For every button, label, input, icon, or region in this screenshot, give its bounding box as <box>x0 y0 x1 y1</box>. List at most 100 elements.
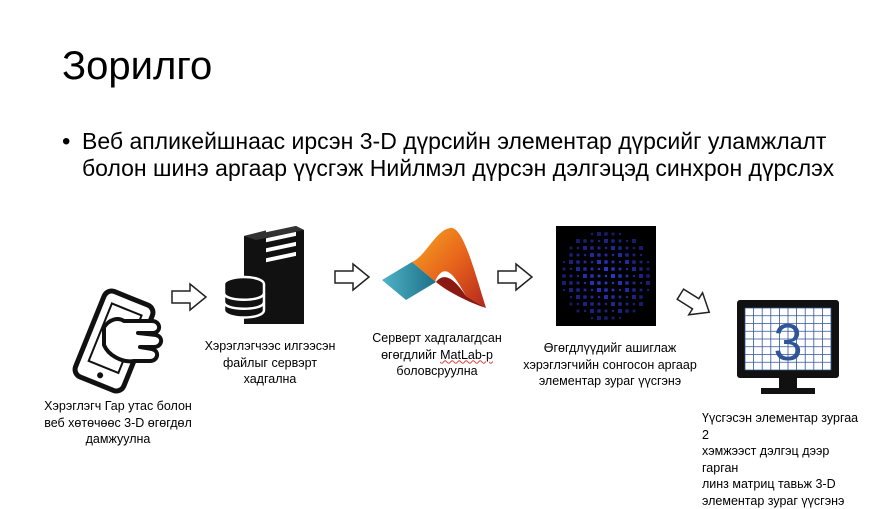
monitor-3d-icon: 3 <box>737 300 839 394</box>
elemental-dot <box>590 267 594 271</box>
elemental-dot <box>611 246 615 250</box>
elemental-dot <box>639 281 643 285</box>
elemental-dot <box>611 239 615 243</box>
elemental-dot <box>611 260 615 264</box>
elemental-dot <box>632 246 636 250</box>
elemental-dot <box>632 253 636 257</box>
elemental-dot <box>576 267 580 271</box>
elemental-dot <box>611 253 615 257</box>
elemental-dot <box>604 267 608 271</box>
elemental-dot <box>604 246 608 250</box>
elemental-dot <box>618 253 622 257</box>
elemental-dot <box>569 246 573 250</box>
elemental-dot <box>583 260 587 264</box>
elemental-dot <box>639 274 643 278</box>
bullet-dot: • <box>62 128 71 155</box>
elemental-dot <box>597 302 601 306</box>
elemental-dot <box>611 295 615 299</box>
elemental-dot <box>597 232 601 236</box>
elemental-dot <box>583 288 587 292</box>
arrow-right-icon <box>497 262 534 292</box>
elemental-dot <box>632 239 636 243</box>
elemental-dot <box>639 295 643 299</box>
elemental-dot <box>625 246 629 250</box>
elemental-dot <box>611 232 615 236</box>
elemental-dot <box>604 232 608 236</box>
elemental-dot <box>569 302 573 306</box>
elemental-dot <box>639 246 643 250</box>
elemental-dot <box>576 295 580 299</box>
elemental-dot <box>583 295 587 299</box>
elemental-dot <box>576 302 580 306</box>
elemental-dot <box>646 267 650 271</box>
elemental-dot <box>618 260 622 264</box>
elemental-dot <box>604 316 608 320</box>
step-5-caption: Үүсгэсэн элементар зургаа 2 хэмжээст дэл… <box>702 411 859 508</box>
elemental-dot <box>646 274 650 278</box>
arrow-right-icon <box>171 282 208 312</box>
elemental-dot <box>625 288 629 292</box>
elemental-dot <box>646 260 650 264</box>
elemental-dot <box>583 302 587 306</box>
elemental-dot <box>583 246 587 250</box>
elemental-dot <box>604 239 608 243</box>
elemental-dot <box>597 274 601 278</box>
elemental-dot <box>618 281 622 285</box>
elemental-dot <box>618 239 622 243</box>
elemental-dot <box>625 281 629 285</box>
elemental-dot <box>576 309 580 313</box>
elemental-dot <box>604 302 608 306</box>
elemental-dot <box>639 253 643 257</box>
elemental-dot <box>576 274 580 278</box>
elemental-dot <box>576 253 580 257</box>
elemental-dot <box>604 281 608 285</box>
elemental-dot <box>625 267 629 271</box>
elemental-dot <box>618 309 622 313</box>
elemental-dot <box>590 295 594 299</box>
elemental-dot <box>590 288 594 292</box>
elemental-dot <box>597 246 601 250</box>
elemental-dot <box>632 302 636 306</box>
elemental-dot <box>604 260 608 264</box>
elemental-dot <box>590 274 594 278</box>
server-database-icon <box>222 222 304 324</box>
step-3-caption: Серверт хадгалагдсан өгөгдлийг MatLab-р … <box>372 331 502 378</box>
elemental-dot <box>583 309 587 313</box>
elemental-dot <box>597 253 601 257</box>
goal-bullet: • Веб апликейшнаас ирсэн 3-D дүрсийн эле… <box>62 128 842 182</box>
elemental-dot <box>632 309 636 313</box>
elemental-dot <box>618 246 622 250</box>
elemental-dot <box>590 302 594 306</box>
elemental-dot <box>618 274 622 278</box>
elemental-dot <box>632 260 636 264</box>
elemental-dot <box>604 288 608 292</box>
elemental-dot <box>618 316 622 320</box>
elemental-dot <box>597 288 601 292</box>
elemental-dot <box>576 246 580 250</box>
elemental-dot <box>618 267 622 271</box>
elemental-dot <box>562 274 566 278</box>
elemental-dot <box>632 295 636 299</box>
monitor-digit: 3 <box>774 314 803 372</box>
elemental-dot <box>576 260 580 264</box>
elemental-dot <box>597 239 601 243</box>
elemental-dot <box>576 239 580 243</box>
elemental-dot <box>583 281 587 285</box>
elemental-dot <box>618 295 622 299</box>
elemental-dot <box>569 295 573 299</box>
elemental-dot <box>590 316 594 320</box>
elemental-dot <box>604 309 608 313</box>
elemental-dot <box>632 274 636 278</box>
elemental-dot <box>625 239 629 243</box>
elemental-dot <box>625 309 629 313</box>
elemental-dot <box>611 316 615 320</box>
elemental-dot <box>590 309 594 313</box>
elemental-dot <box>590 246 594 250</box>
elemental-dot <box>597 309 601 313</box>
elemental-dot <box>625 302 629 306</box>
elemental-dot <box>611 267 615 271</box>
elemental-dot <box>611 281 615 285</box>
elemental-dot <box>646 288 650 292</box>
elemental-dot <box>632 288 636 292</box>
elemental-dot <box>590 239 594 243</box>
